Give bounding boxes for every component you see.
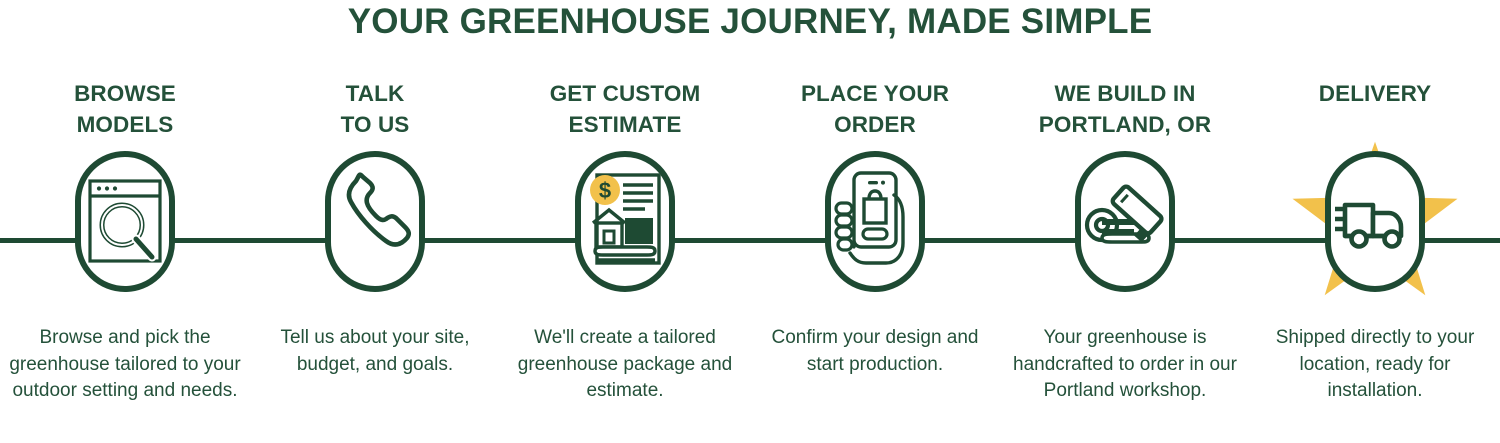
step-get-custom-estimate: GET CUSTOM ESTIMATE: [500, 78, 750, 443]
step-label: DELIVERY: [1318, 81, 1432, 106]
step-icon-badge: [1325, 150, 1425, 292]
hand-holding-phone-shopping-bag-icon: [834, 171, 905, 265]
step-description: Your greenhouse is handcrafted to order …: [1013, 327, 1237, 401]
step-icon-wrap: [0, 141, 250, 301]
step-icon-badge: [825, 150, 925, 292]
step-label: PLACE YOUR ORDER: [800, 81, 950, 137]
step-talk-to-us: TALK TO US Tell us about your site, budg…: [250, 78, 500, 443]
delivery-truck-icon: [1335, 202, 1404, 249]
step-delivery: DELIVERY: [1250, 78, 1500, 443]
step-icon-wrap: [1000, 141, 1250, 301]
step-icon-badge: [75, 150, 175, 292]
steps-row: BROWSE MODELS Browse an: [0, 78, 1500, 443]
step-icon-badge: [1075, 150, 1175, 292]
step-icon-badge: [325, 150, 425, 292]
step-description: We'll create a tailored greenhouse packa…: [517, 327, 733, 401]
step-browse-models: BROWSE MODELS Browse an: [0, 78, 250, 443]
step-icon-wrap: [1250, 141, 1500, 301]
step-place-your-order: PLACE YOUR ORDER: [750, 78, 1000, 443]
step-icon-badge: $: [575, 150, 675, 292]
step-description: Browse and pick the greenhouse tailored …: [9, 327, 241, 401]
estimate-document-dollar-icon: $: [590, 173, 661, 265]
step-we-build-in-portland: WE BUILD IN PORTLAND, OR: [1000, 78, 1250, 443]
step-label: BROWSE MODELS: [74, 81, 176, 137]
step-icon-wrap: [250, 141, 500, 301]
step-description: Tell us about your site, budget, and goa…: [280, 327, 470, 375]
step-description: Confirm your design and start production…: [771, 327, 979, 375]
woodworking-plane-lumber-icon: [1084, 184, 1164, 244]
step-label: TALK TO US: [340, 81, 410, 137]
telephone-handset-icon: [346, 172, 412, 247]
step-label: GET CUSTOM ESTIMATE: [549, 81, 701, 137]
svg-text:$: $: [599, 178, 611, 203]
connector-rail: [0, 238, 1500, 243]
page-title: YOUR GREENHOUSE JOURNEY, MADE SIMPLE: [347, 2, 1153, 41]
step-description: Shipped directly to your location, ready…: [1275, 327, 1475, 401]
browser-search-icon: [88, 179, 162, 263]
step-icon-wrap: $: [500, 141, 750, 301]
step-icon-wrap: [750, 141, 1000, 301]
step-label: WE BUILD IN PORTLAND, OR: [1038, 81, 1212, 137]
